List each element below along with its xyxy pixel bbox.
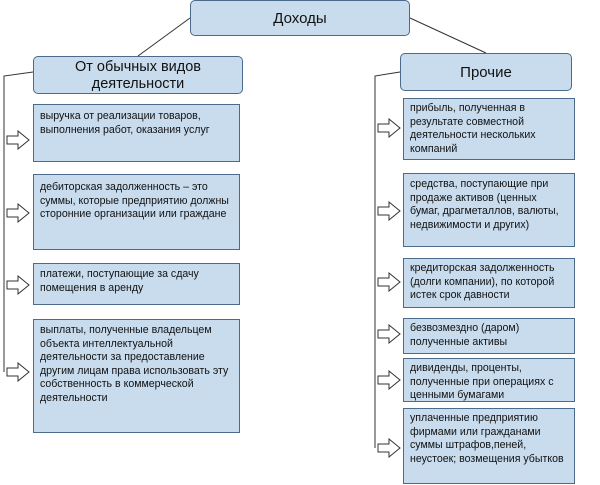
left-item-4: выплаты, полученные владельцем объекта и… bbox=[33, 319, 240, 433]
left-item-2: дебиторская задолженность – это суммы, к… bbox=[33, 174, 240, 250]
left-item-3: платежи, поступающие за сдачу помещения … bbox=[33, 263, 240, 305]
arrow-right-2-icon bbox=[377, 201, 401, 221]
arrow-left-2-icon bbox=[6, 203, 30, 223]
left-item-1: выручка от реализации товаров, выполнени… bbox=[33, 104, 240, 162]
connector-top-right bbox=[409, 17, 487, 54]
right-item-5: дивиденды, проценты, полученные при опер… bbox=[403, 358, 575, 402]
connector-top-left bbox=[137, 17, 191, 57]
right-item-4: безвозмездно (даром) полученные активы bbox=[403, 318, 575, 354]
right-item-2: средства, поступающие при продаже активо… bbox=[403, 173, 575, 247]
arrow-left-1-icon bbox=[6, 130, 30, 150]
right-bracket-line bbox=[374, 71, 401, 448]
arrow-left-3-icon bbox=[6, 275, 30, 295]
diagram-title: Доходы bbox=[190, 0, 410, 36]
arrow-right-5-icon bbox=[377, 370, 401, 390]
arrow-right-6-icon bbox=[377, 438, 401, 458]
right-item-6: уплаченные предприятию фирмами или гражд… bbox=[403, 408, 575, 484]
right-item-3: кредиторская задолженность (долги компан… bbox=[403, 258, 575, 308]
left-header: От обычных видов деятельности bbox=[33, 56, 243, 94]
arrow-right-3-icon bbox=[377, 272, 401, 292]
right-header: Прочие bbox=[400, 53, 572, 91]
left-bracket-line bbox=[3, 71, 34, 372]
arrow-left-4-icon bbox=[6, 362, 30, 382]
arrow-right-4-icon bbox=[377, 324, 401, 344]
right-item-1: прибыль, полученная в результате совмест… bbox=[403, 98, 575, 160]
arrow-right-1-icon bbox=[377, 118, 401, 138]
